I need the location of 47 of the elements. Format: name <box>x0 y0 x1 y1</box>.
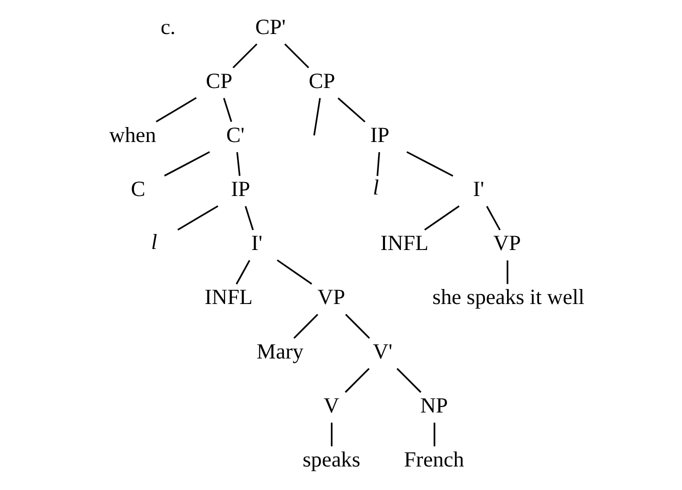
node-text: I' <box>472 177 484 202</box>
connector <box>164 151 210 176</box>
node-text: l <box>372 176 378 200</box>
node-text: C <box>130 177 145 202</box>
connector <box>424 205 460 230</box>
connector <box>396 368 421 393</box>
node-text: V <box>323 393 339 418</box>
node-text: C' <box>226 122 244 147</box>
node-text: CP' <box>254 14 286 39</box>
connector <box>486 206 500 230</box>
connector <box>406 151 453 177</box>
connector <box>235 260 250 284</box>
connector <box>276 259 312 285</box>
connector <box>284 43 309 68</box>
node-text: IP <box>370 122 389 147</box>
node-text: CP <box>308 68 335 93</box>
connector <box>376 152 380 176</box>
connector <box>433 422 435 446</box>
connector <box>244 206 254 230</box>
connector <box>337 98 365 122</box>
node-text: VP <box>317 285 345 310</box>
connector <box>330 422 332 446</box>
node-text: l <box>150 230 157 254</box>
node-text: she speaks it well <box>432 285 584 310</box>
node-text: V' <box>372 339 392 364</box>
node-text: IP <box>230 177 250 202</box>
node-text: INFL <box>380 231 428 256</box>
connector <box>222 98 232 122</box>
node-text: INFL <box>204 285 252 310</box>
connector <box>292 314 318 339</box>
connector <box>236 152 240 176</box>
node-text: VP <box>492 231 520 256</box>
node-text: Mary <box>256 339 303 364</box>
connector <box>176 205 218 231</box>
connector <box>344 368 370 393</box>
node-text: NP <box>420 393 448 418</box>
connector <box>506 260 508 284</box>
connector <box>155 97 196 122</box>
connector <box>312 98 320 136</box>
node-text: French <box>404 447 464 472</box>
node-text: I' <box>250 231 262 256</box>
connector <box>344 314 370 339</box>
node-text: speaks <box>302 447 360 472</box>
node-text: CP <box>205 68 232 93</box>
node-text: when <box>108 122 156 147</box>
label: c. <box>160 14 176 39</box>
connector <box>232 43 257 68</box>
